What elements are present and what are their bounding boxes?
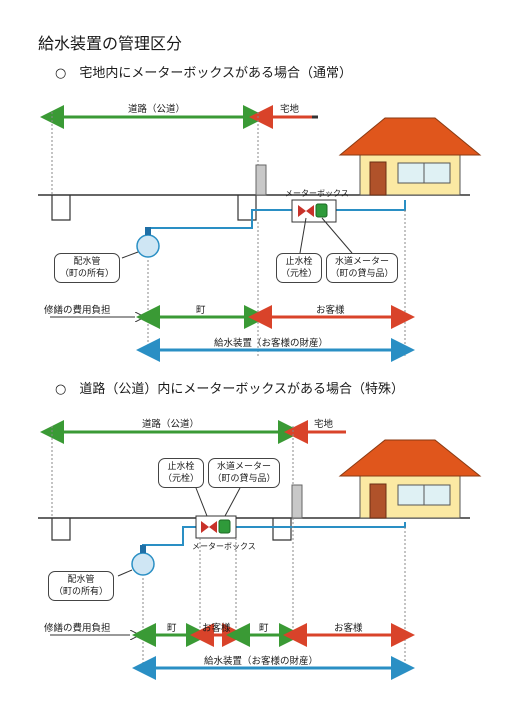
gutter-right — [237, 195, 257, 221]
main-pipe-callout: 配水管 （町の所有） — [54, 253, 120, 283]
road-label: 道路（公道） — [128, 104, 186, 115]
water-main-tap — [145, 227, 151, 235]
meterbox-label: メーターボックス — [285, 189, 349, 198]
boundary-post-2 — [291, 484, 303, 519]
service-pipe-3 — [142, 526, 196, 556]
lot-label: 宅地 — [280, 104, 300, 115]
house-icon — [338, 117, 482, 196]
stop-valve-icon-2 — [201, 521, 209, 533]
service-pipe-2 — [336, 200, 406, 211]
meterbox-label-2: メーターボックス — [192, 542, 256, 551]
meter-callout-2: 水道メーター （町の貸与品） — [208, 458, 280, 488]
equipment-label: 給水装置（お客様の財産） — [214, 338, 329, 349]
cost-town-label-2a: 町 — [167, 623, 177, 634]
cost-town-label: 町 — [196, 305, 206, 316]
meter-callout: 水道メーター （町の貸与品） — [326, 253, 398, 283]
house-icon-2 — [338, 439, 482, 519]
service-pipe-4 — [236, 522, 406, 528]
meter-leader — [321, 217, 353, 254]
water-meter-icon-2 — [218, 519, 231, 534]
stop-valve-callout: 止水栓 （元栓） — [276, 253, 322, 283]
section-2-heading: ○ 道路（公道）内にメーターボックスがある場合（特殊） — [55, 382, 404, 397]
cost-label: 修繕の費用負担 — [44, 305, 111, 316]
section-2-diagram — [38, 420, 482, 680]
cost-customer-label-2b: お客様 — [334, 623, 363, 634]
boundary-post — [255, 164, 267, 196]
water-main-icon — [136, 234, 160, 258]
cost-label-2: 修繕の費用負担 — [44, 623, 111, 634]
cost-customer-label-2a: お客様 — [202, 623, 231, 634]
section-1-heading: ○ 宅地内にメーターボックスがある場合（通常） — [55, 66, 352, 81]
cost-town-label-2b: 町 — [259, 623, 269, 634]
water-main-icon-2 — [131, 552, 155, 576]
main-pipe-callout-2: 配水管 （町の所有） — [48, 571, 114, 601]
stop-valve-callout-2: 止水栓 （元栓） — [158, 458, 204, 488]
section-1-diagram — [38, 105, 482, 362]
page-title: 給水装置の管理区分 — [38, 34, 183, 53]
water-meter-icon — [315, 203, 328, 218]
cost-customer-label: お客様 — [316, 305, 345, 316]
gutter-left — [51, 195, 71, 221]
equipment-label-2: 給水装置（お客様の財産） — [204, 656, 319, 667]
stop-valve-leader — [299, 217, 307, 254]
stop-valve-icon — [298, 205, 306, 217]
lot-label-2: 宅地 — [314, 419, 334, 430]
service-pipe-1 — [147, 209, 296, 237]
road-label-2: 道路（公道） — [142, 419, 200, 430]
